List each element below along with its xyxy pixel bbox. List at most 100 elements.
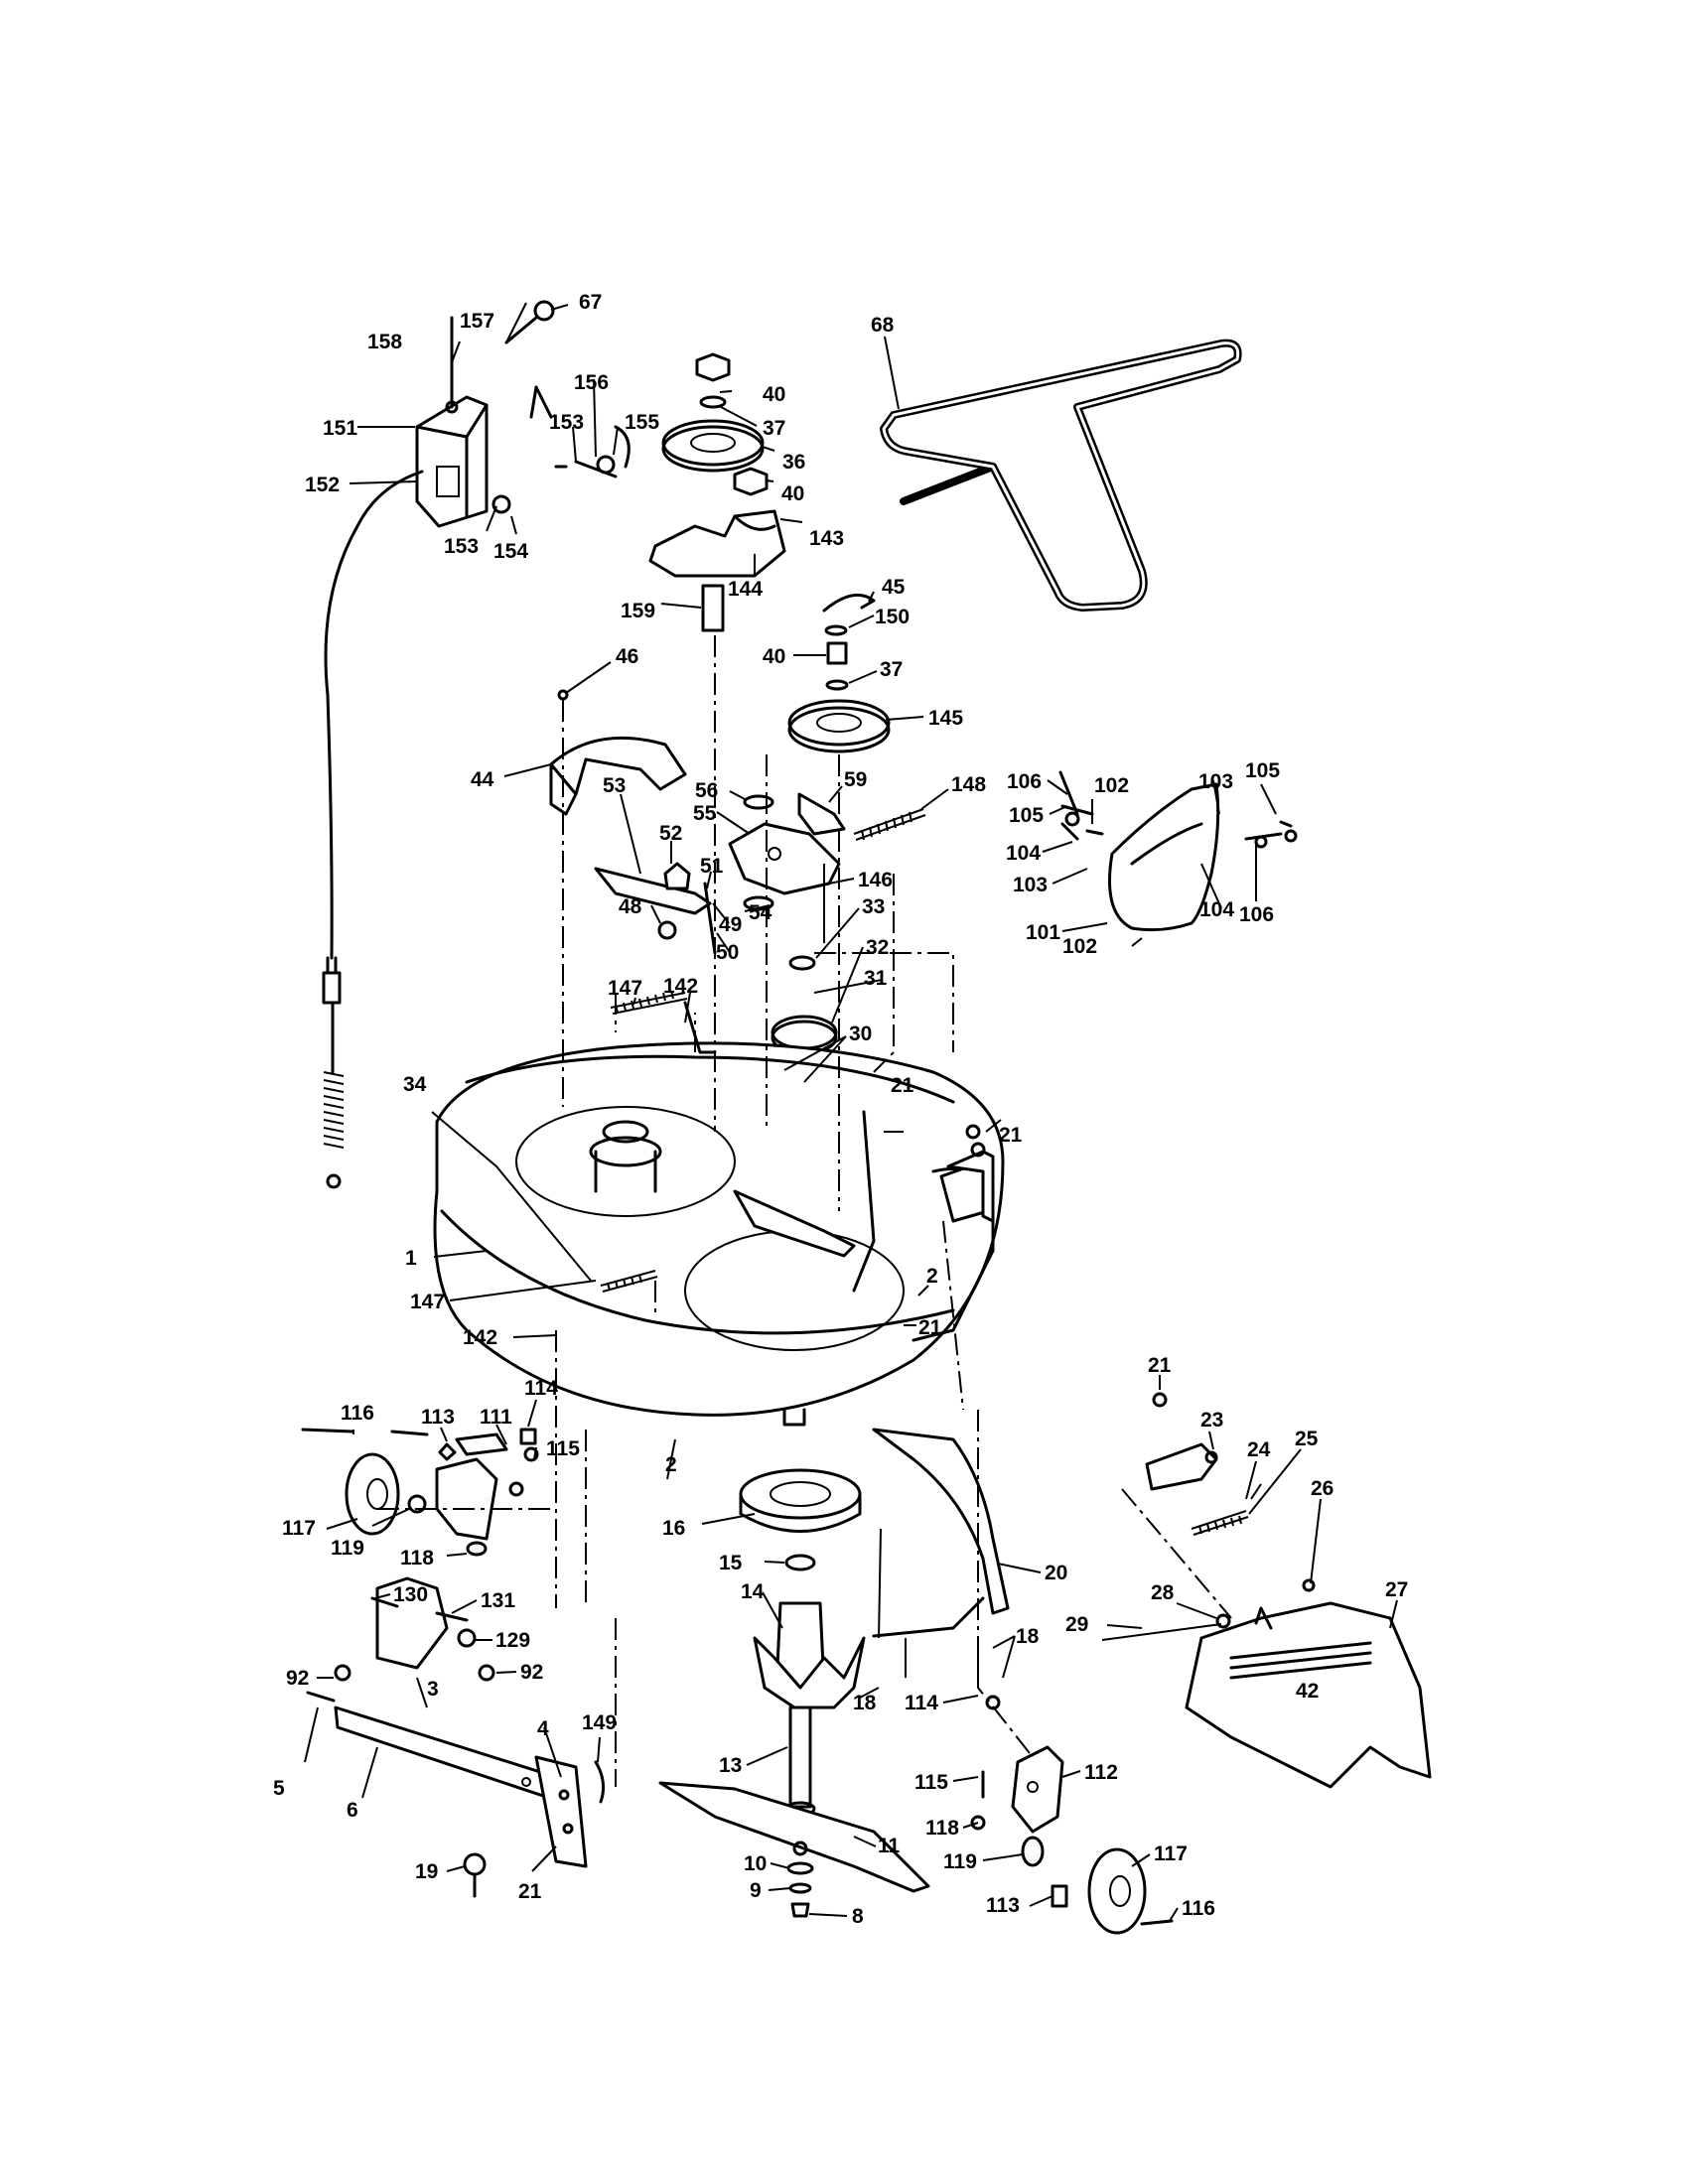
callout-21-b: 21 bbox=[999, 1124, 1023, 1147]
callout-158: 158 bbox=[367, 331, 402, 353]
callout-50: 50 bbox=[716, 941, 739, 964]
callout-92-left: 92 bbox=[286, 1667, 309, 1690]
callout-leaders bbox=[304, 302, 1398, 1922]
callout-18-right: 18 bbox=[1016, 1625, 1040, 1648]
callout-32: 32 bbox=[866, 936, 889, 959]
extension-springs bbox=[600, 990, 717, 1293]
callout-20: 20 bbox=[1045, 1562, 1067, 1584]
callout-11: 11 bbox=[878, 1835, 901, 1857]
callout-16: 16 bbox=[662, 1517, 685, 1540]
callout-116-right: 116 bbox=[1182, 1897, 1215, 1920]
callout-51: 51 bbox=[700, 855, 724, 878]
callout-147-upper: 147 bbox=[608, 977, 642, 1000]
callout-13: 13 bbox=[719, 1754, 742, 1777]
callout-116-left: 116 bbox=[341, 1402, 374, 1425]
callout-24: 24 bbox=[1247, 1438, 1271, 1461]
callout-25: 25 bbox=[1295, 1428, 1319, 1450]
callout-106-upper: 106 bbox=[1007, 770, 1042, 793]
callout-103-left: 103 bbox=[1013, 874, 1048, 896]
callout-145: 145 bbox=[928, 707, 963, 730]
callout-37-a: 37 bbox=[763, 417, 785, 440]
callout-48: 48 bbox=[619, 895, 642, 918]
callout-119-right: 119 bbox=[943, 1850, 977, 1873]
callout-102-upper: 102 bbox=[1094, 774, 1129, 797]
callout-68: 68 bbox=[871, 314, 895, 337]
callout-55: 55 bbox=[693, 802, 717, 825]
callout-54: 54 bbox=[749, 901, 772, 924]
callout-37-b: 37 bbox=[880, 658, 903, 681]
callout-3: 3 bbox=[427, 1678, 439, 1701]
callout-52: 52 bbox=[659, 822, 682, 845]
callout-2-upper: 2 bbox=[926, 1265, 938, 1288]
callout-113-right: 113 bbox=[986, 1894, 1020, 1917]
callout-15: 15 bbox=[719, 1552, 743, 1574]
callout-30: 30 bbox=[849, 1023, 872, 1045]
callout-119-left: 119 bbox=[331, 1537, 364, 1560]
callout-147-lower: 147 bbox=[410, 1291, 445, 1313]
callout-6: 6 bbox=[347, 1799, 358, 1822]
callout-26: 26 bbox=[1311, 1477, 1333, 1500]
mower-deck-housing bbox=[433, 1041, 1005, 1427]
callout-53: 53 bbox=[603, 774, 626, 797]
left-gauge-wheel bbox=[301, 1428, 539, 1557]
callout-113-left: 113 bbox=[421, 1406, 455, 1429]
callout-115-left: 115 bbox=[546, 1437, 580, 1460]
callout-102-lower: 102 bbox=[1062, 935, 1097, 958]
callout-18-left: 18 bbox=[853, 1692, 877, 1714]
callout-10: 10 bbox=[744, 1852, 767, 1875]
callout-142-lower: 142 bbox=[463, 1326, 497, 1349]
callout-129: 129 bbox=[495, 1629, 530, 1652]
callout-45: 45 bbox=[882, 576, 906, 599]
callout-92-right: 92 bbox=[520, 1661, 543, 1684]
callout-21-c: 21 bbox=[918, 1316, 942, 1339]
callout-157: 157 bbox=[460, 310, 494, 333]
callout-154: 154 bbox=[493, 540, 528, 563]
callout-130: 130 bbox=[393, 1583, 428, 1606]
callout-27: 27 bbox=[1385, 1578, 1408, 1601]
discharge-deflector bbox=[1058, 770, 1298, 932]
callout-115-right: 115 bbox=[914, 1771, 948, 1794]
callout-151: 151 bbox=[323, 417, 357, 440]
callout-159: 159 bbox=[621, 600, 655, 622]
callout-103-right: 103 bbox=[1198, 770, 1233, 793]
callout-56: 56 bbox=[695, 779, 718, 802]
callout-21-d: 21 bbox=[1148, 1354, 1172, 1377]
callout-114-upper: 114 bbox=[524, 1377, 558, 1400]
idler-pulley-stack-lower bbox=[787, 593, 891, 753]
callout-1: 1 bbox=[405, 1247, 417, 1270]
callout-36: 36 bbox=[782, 451, 805, 474]
callout-49: 49 bbox=[719, 913, 742, 936]
callout-29: 29 bbox=[1065, 1613, 1088, 1636]
callout-5: 5 bbox=[273, 1777, 285, 1800]
callout-labels: 67 157 158 156 151 153 155 152 153 154 4… bbox=[273, 291, 1408, 1928]
shield-model-badge: 42 bbox=[1296, 1680, 1319, 1703]
callout-152: 152 bbox=[305, 474, 340, 496]
callout-105-right: 105 bbox=[1245, 759, 1280, 782]
callout-104-right: 104 bbox=[1199, 898, 1234, 921]
callout-40-c: 40 bbox=[763, 645, 785, 668]
callout-117-right: 117 bbox=[1154, 1843, 1188, 1865]
right-gauge-wheel bbox=[970, 1695, 1174, 1935]
callout-33: 33 bbox=[862, 895, 885, 918]
callout-21-a: 21 bbox=[891, 1074, 914, 1097]
stiffener-arm bbox=[872, 1428, 1010, 1678]
callout-31: 31 bbox=[864, 967, 888, 990]
callout-118-left: 118 bbox=[400, 1547, 434, 1570]
callout-40-b: 40 bbox=[781, 482, 804, 505]
callout-9: 9 bbox=[750, 1879, 762, 1902]
callout-106-right: 106 bbox=[1239, 903, 1274, 926]
callout-143: 143 bbox=[809, 527, 844, 550]
callout-105-left: 105 bbox=[1009, 804, 1044, 827]
callout-46: 46 bbox=[616, 645, 638, 668]
spindle-assembly bbox=[658, 1468, 930, 1918]
callout-101: 101 bbox=[1026, 921, 1060, 944]
callout-155: 155 bbox=[625, 411, 659, 434]
callout-117-left: 117 bbox=[282, 1517, 316, 1540]
control-cable bbox=[322, 470, 424, 1189]
callout-146: 146 bbox=[858, 869, 893, 891]
callout-148: 148 bbox=[951, 773, 986, 796]
callout-111: 111 bbox=[480, 1406, 512, 1429]
callout-34: 34 bbox=[403, 1073, 427, 1096]
callout-40-a: 40 bbox=[763, 383, 785, 406]
